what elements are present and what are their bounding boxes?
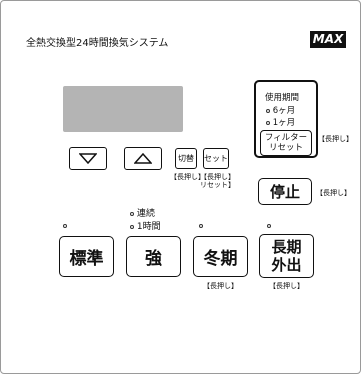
period-option-1-month: 1ヶ月 <box>266 116 295 128</box>
filter-reset-label-2: リセット <box>268 143 303 153</box>
panel-title: 全熱交換型24時間換気システム <box>26 38 169 49</box>
indicator-dot <box>130 225 134 229</box>
filter-reset-label-1: フィルター <box>264 133 308 143</box>
period-option-6-months: 6ヶ月 <box>266 104 295 116</box>
set-button[interactable]: セット <box>203 148 229 169</box>
stop-long-press-note: 【長押し】 <box>316 189 351 197</box>
filter-reset-button[interactable]: フィルター リセット <box>260 130 312 156</box>
lcd-display <box>63 86 183 132</box>
winter-long-press-note: 【長押し】 <box>203 282 238 290</box>
strong-mode-button[interactable]: 強 <box>126 236 181 277</box>
triangle-down-icon <box>79 153 97 164</box>
away-long-press-note: 【長押し】 <box>269 282 304 290</box>
set-long-press-note-2: リセット】 <box>200 181 235 189</box>
usage-period-title: 使用期間 <box>265 93 300 103</box>
indicator-dot <box>130 212 134 216</box>
away-mode-label-1: 長期 <box>271 238 302 256</box>
away-indicator-dot <box>267 224 271 228</box>
away-mode-label-2: 外出 <box>271 256 302 274</box>
strong-option-one-hour: 1時間 <box>130 219 161 232</box>
down-button[interactable] <box>69 147 107 170</box>
triangle-up-icon <box>134 153 152 164</box>
stop-button[interactable]: 停止 <box>258 178 312 205</box>
filter-long-press-note: 【長押し】 <box>318 135 353 143</box>
winter-mode-button[interactable]: 冬期 <box>193 236 248 277</box>
standard-mode-button[interactable]: 標準 <box>59 236 114 277</box>
strong-option-continuous: 連続 <box>130 206 155 219</box>
switch-long-press-note: 【長押し】 <box>170 173 205 181</box>
switch-button[interactable]: 切替 <box>175 148 197 169</box>
winter-indicator-dot <box>199 224 203 228</box>
up-button[interactable] <box>124 147 162 170</box>
away-mode-button[interactable]: 長期 外出 <box>259 234 314 278</box>
indicator-dot <box>266 109 270 113</box>
standard-indicator-dot <box>63 224 67 228</box>
set-long-press-note-1: 【長押し】 <box>200 173 235 181</box>
usage-period-group: 使用期間 6ヶ月 1ヶ月 フィルター リセット <box>254 80 318 158</box>
brand-logo: MAX <box>310 31 346 48</box>
indicator-dot <box>266 121 270 125</box>
